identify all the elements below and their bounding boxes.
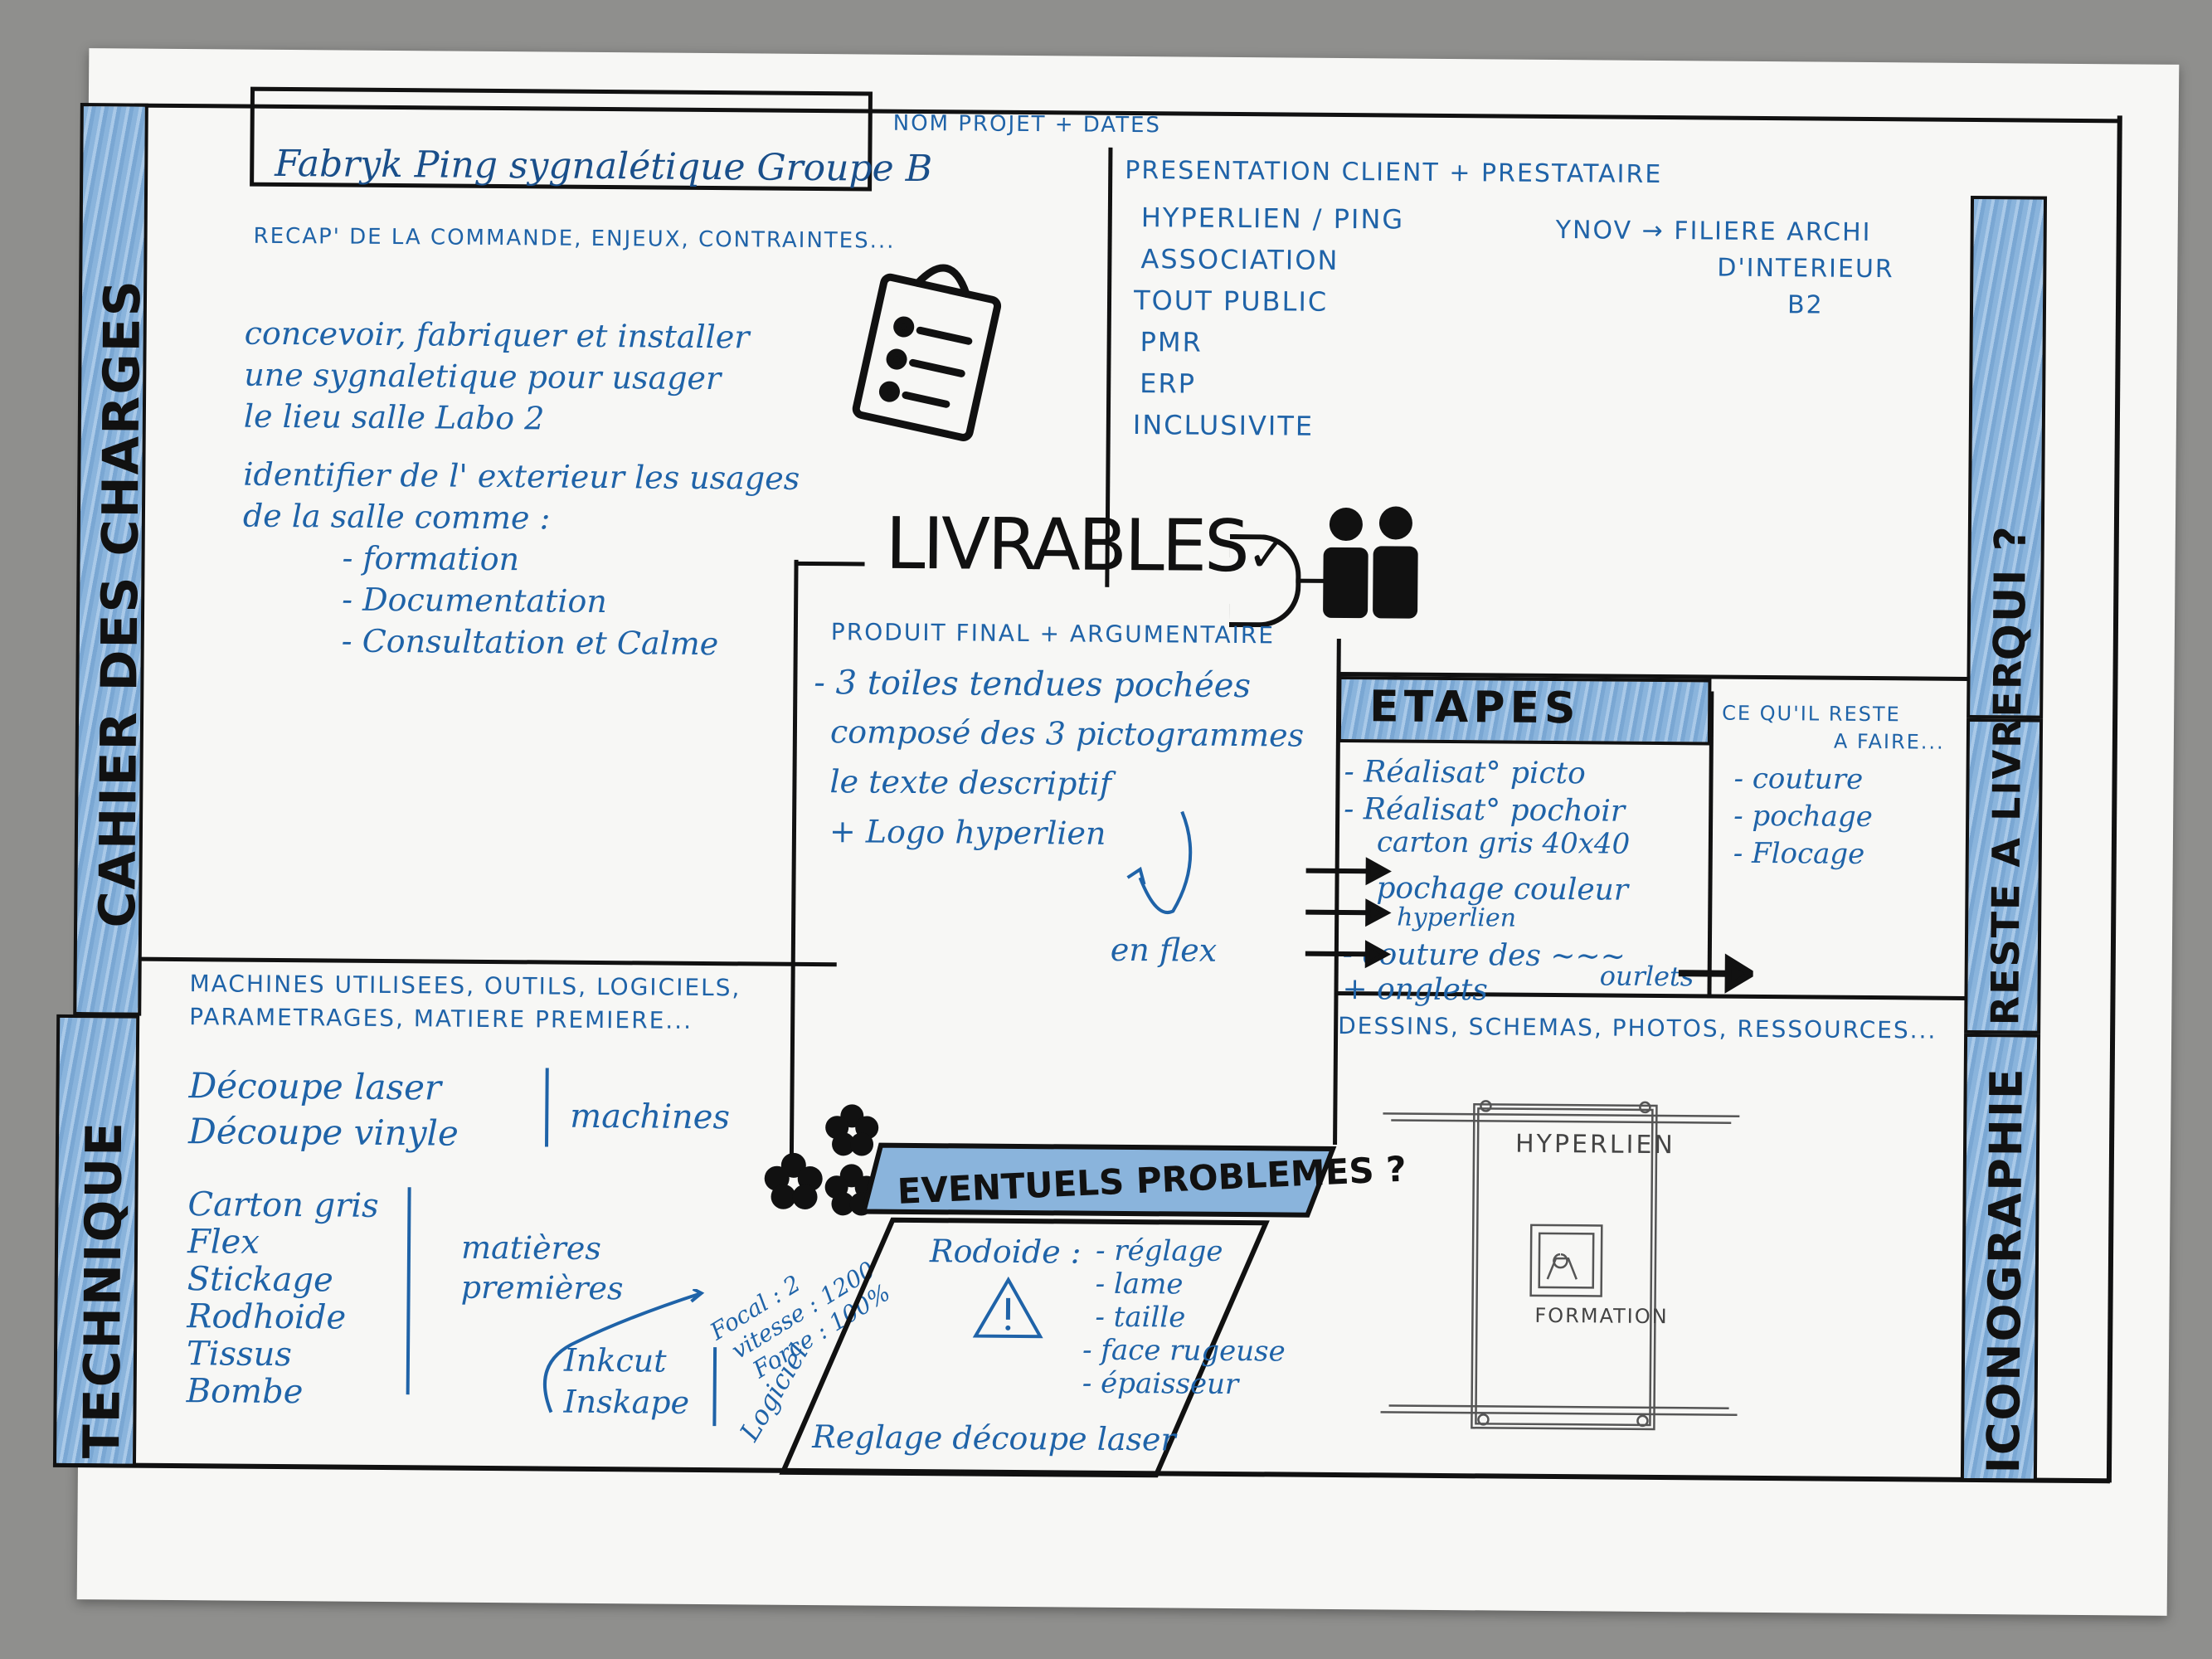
reste-item-3: - Flocage xyxy=(1733,836,1865,871)
reste-label-1: CE QU'IL RESTE xyxy=(1722,701,1901,727)
livrables-subtitle: PRODUIT FINAL + ARGUMENTAIRE xyxy=(830,618,1276,649)
cahier-item-1: - formation xyxy=(342,539,520,578)
software-2: Inskape xyxy=(563,1383,690,1421)
material-6: Bombe xyxy=(186,1372,304,1412)
technique-label-1: MACHINES UTILISEES, OUTILS, LOGICIELS, xyxy=(189,970,741,1002)
sidebar-technique-label: TECHNIQUE xyxy=(73,1120,134,1459)
material-2: Flex xyxy=(187,1223,260,1262)
iconographie-label: DESSINS, SCHEMAS, PHOTOS, RESSOURCES... xyxy=(1338,1011,1937,1044)
livrables-line-1: - 3 toiles tendues pochées xyxy=(814,664,1252,706)
software-1: Inkcut xyxy=(563,1341,667,1379)
livrables-line-3: le texte descriptif xyxy=(829,763,1112,802)
cahier-item-3: - Consultation et Calme xyxy=(341,622,719,663)
reste-item-2: - pochage xyxy=(1733,799,1873,834)
probleme-item-4: - face rugeuse xyxy=(1082,1333,1286,1369)
sketch-title: HYPERLIEN xyxy=(1514,1129,1675,1160)
livrables-title-text: LIVRABLES xyxy=(885,502,1248,589)
problemes-footer: Reglage découpe laser xyxy=(812,1418,1176,1458)
client-item-4: PMR xyxy=(1140,326,1203,358)
client-item-2: ASSOCIATION xyxy=(1140,243,1339,276)
probleme-item-3: - taille xyxy=(1095,1300,1186,1335)
cahier-line-4: identifier de l' exterieur les usages xyxy=(243,455,800,497)
client-item-6: INCLUSIVITE xyxy=(1132,409,1315,442)
clipboard-checklist-icon xyxy=(852,264,1002,441)
etapes-item-5: hyperlien xyxy=(1397,902,1517,933)
software-divider xyxy=(712,1347,717,1427)
material-5: Tissus xyxy=(186,1335,293,1374)
etapes-item-4: pochage couleur xyxy=(1376,871,1629,907)
separator-livrables-left xyxy=(789,559,799,1157)
livrables-left-connector xyxy=(794,561,865,567)
sidebar-cahier-label: CAHIER DES CHARGES xyxy=(89,278,153,928)
client-ynov-2: D'INTERIEUR xyxy=(1717,253,1894,285)
project-title: Fabryk Ping sygnalétique Groupe B xyxy=(275,142,933,191)
livrables-flex: en flex xyxy=(1110,931,1218,969)
people-icon xyxy=(1323,506,1418,619)
reste-item-1: - couture xyxy=(1733,761,1864,796)
sidebar-reste-label: RESTE A LIVRER xyxy=(1982,658,2030,1026)
problemes-panel xyxy=(779,1142,1337,1478)
client-item-1: HYPERLIEN / PING xyxy=(1140,202,1405,236)
technique-label-2: PARAMETRAGES, MATIERE PREMIERE... xyxy=(189,1003,693,1034)
warning-icon xyxy=(972,1276,1043,1339)
livrables-line-2: composé des 3 pictogrammes xyxy=(829,713,1305,754)
sketch-caption: FORMATION xyxy=(1534,1303,1669,1329)
sidebar-qui-label: QUI ? xyxy=(1985,524,2036,661)
etapes-title: ETAPES xyxy=(1369,682,1581,734)
material-1: Carton gris xyxy=(187,1185,379,1225)
machine-2: Découpe vinyle xyxy=(187,1111,459,1154)
cahier-line-5: de la salle comme : xyxy=(242,497,551,537)
livrables-title: LIVRABLES✓ xyxy=(885,503,1286,589)
recap-label: RECAP' DE LA COMMANDE, ENJEUX, CONTRAINT… xyxy=(253,223,896,254)
reste-label-2: A FAIRE... xyxy=(1833,729,1945,754)
etapes-item-1: - Réalisat° picto xyxy=(1344,755,1586,791)
materials-divider xyxy=(406,1187,411,1395)
material-3: Stickage xyxy=(187,1260,333,1300)
cahier-line-3: le lieu salle Labo 2 xyxy=(243,397,545,437)
sidebar-iconographie-label: ICONOGRAPHIE xyxy=(1976,1066,2033,1474)
machine-1: Découpe laser xyxy=(188,1065,442,1108)
livrables-oval-end xyxy=(1228,533,1301,628)
client-item-3: TOUT PUBLIC xyxy=(1133,285,1329,318)
client-ynov-3: B2 xyxy=(1787,290,1824,320)
software-bracket xyxy=(543,1287,705,1413)
material-4: Rodhoide xyxy=(187,1297,347,1337)
reste-arrow xyxy=(1678,953,1753,994)
client-label: PRESENTATION CLIENT + PRESTATAIRE xyxy=(1125,155,1663,190)
separator-left-column xyxy=(139,956,837,967)
cahier-item-2: - Documentation xyxy=(342,581,608,620)
nom-projet-label: NOM PROJET + DATES xyxy=(892,110,1162,139)
machines-label: machines xyxy=(570,1097,731,1137)
problemes-rodoide: Rodoide : xyxy=(929,1233,1082,1271)
poster-sheet: CAHIER DES CHARGES TECHNIQUE QUI ? RESTE… xyxy=(52,48,2180,1616)
frame-right-line xyxy=(2106,115,2122,1483)
machines-divider xyxy=(544,1068,549,1147)
probleme-item-1: - réglage xyxy=(1095,1233,1223,1268)
etapes-arrows xyxy=(1305,857,1392,969)
banner-sketch xyxy=(1380,1100,1740,1431)
etapes-item-3: carton gris 40x40 xyxy=(1376,825,1631,861)
cahier-line-2: une sygnaletique pour usager xyxy=(244,356,722,397)
materials-label-1: matières xyxy=(460,1228,601,1267)
cahier-line-1: concevoir, fabriquer et installer xyxy=(244,314,750,356)
client-item-5: ERP xyxy=(1140,367,1197,400)
probleme-item-5: - épaisseur xyxy=(1082,1366,1239,1402)
flex-arrow-icon xyxy=(1126,810,1193,914)
client-ynov-1: YNOV → FILIERE ARCHI xyxy=(1555,216,1872,248)
livrables-line-4: + Logo hyperlien xyxy=(829,813,1106,852)
probleme-item-2: - lame xyxy=(1095,1267,1184,1301)
etapes-item-2: - Réalisat° pochoir xyxy=(1344,792,1626,829)
